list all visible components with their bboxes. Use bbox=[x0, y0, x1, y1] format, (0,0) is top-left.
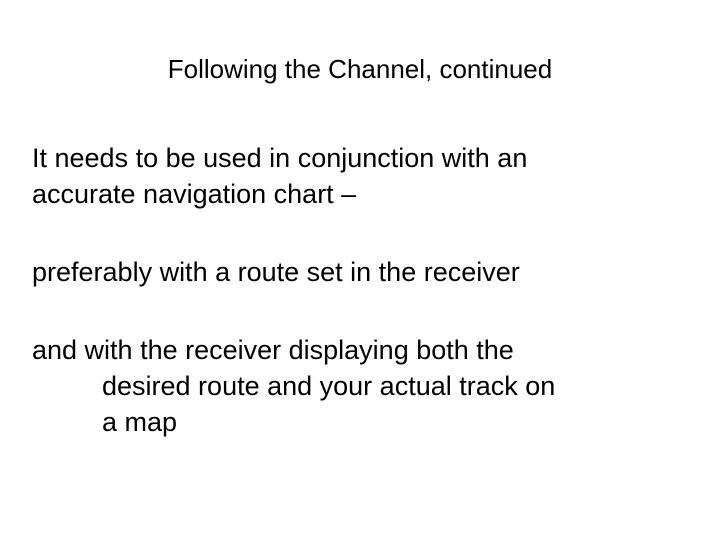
paragraph-line: preferably with a route set in the recei… bbox=[32, 257, 520, 287]
paragraph-route-set: preferably with a route set in the recei… bbox=[32, 254, 692, 290]
paragraph-line: It needs to be used in conjunction with … bbox=[32, 143, 528, 173]
paragraph-line: accurate navigation chart – bbox=[32, 179, 357, 209]
paragraph-chart-usage: It needs to be used in conjunction with … bbox=[32, 140, 692, 212]
paragraph-line-indented: desired route and your actual track on bbox=[102, 371, 556, 401]
paragraph-line-indented: a map bbox=[102, 407, 178, 437]
paragraph-receiver-display: and with the receiver displaying both th… bbox=[32, 332, 692, 440]
paragraph-line: and with the receiver displaying both th… bbox=[32, 335, 514, 365]
slide-title: Following the Channel, continued bbox=[167, 54, 553, 84]
